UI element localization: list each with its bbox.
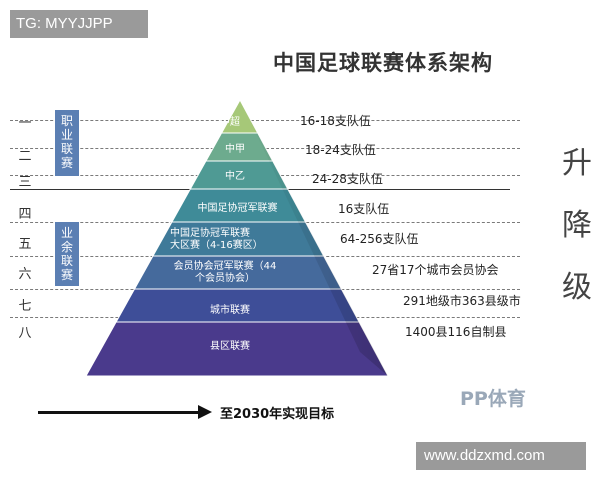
- level-label-8: 县区联赛: [210, 341, 250, 352]
- level-label-1: 中超: [220, 117, 240, 128]
- level-label-5: 中国足协冠军联赛 大区赛（4-16赛区）: [170, 228, 280, 252]
- teams-count-6: 27省17个城市会员协会: [372, 263, 499, 277]
- level-label-5-line2: 大区赛（4-16赛区）: [170, 240, 263, 251]
- tier-number-2: 二: [18, 149, 32, 164]
- tier-divider-1: [10, 120, 520, 121]
- pp-sports-logo: PP体育: [460, 388, 526, 410]
- level-label-6: 会员协会冠军联赛（44 个会员协会）: [150, 261, 300, 285]
- promotion-char-3: 级: [562, 270, 592, 305]
- pyramid-side-shade: [240, 100, 388, 376]
- tier-number-1: 一: [18, 116, 32, 131]
- timeline-arrow-head: [198, 405, 212, 419]
- goal-label: 至2030年实现目标: [220, 407, 335, 422]
- level-label-6-line1: 会员协会冠军联赛（44: [173, 261, 277, 272]
- teams-count-3: 24-28支队伍: [312, 172, 383, 186]
- teams-count-5: 64-256支队伍: [340, 232, 419, 246]
- level-label-6-line2: 个会员协会）: [195, 273, 255, 284]
- tier-number-4: 四: [18, 207, 32, 222]
- group-char: 赛: [60, 268, 73, 282]
- tier-number-3: 三: [18, 175, 32, 190]
- level-label-3: 中乙: [225, 171, 245, 182]
- group-char: 联: [60, 142, 73, 156]
- group-char: 职: [60, 114, 73, 128]
- teams-count-2: 18-24支队伍: [305, 143, 376, 157]
- tier-number-5: 五: [18, 237, 32, 252]
- diagram-title: 中国足球联赛体系架构: [273, 51, 493, 75]
- promotion-char-2: 降: [562, 208, 592, 243]
- professional-league-box: 职 业 联 赛: [55, 110, 79, 176]
- timeline-arrow-shaft: [38, 411, 200, 414]
- tier-number-7: 七: [18, 299, 32, 314]
- tier-number-6: 六: [18, 267, 32, 282]
- watermark-url: www.ddzxmd.com: [416, 442, 586, 470]
- level-label-2: 中甲: [225, 144, 245, 155]
- level-label-4: 中国足协冠军联赛: [197, 203, 278, 214]
- teams-count-8: 1400县116自制县: [405, 325, 507, 339]
- group-char: 余: [60, 240, 73, 254]
- group-char: 联: [60, 254, 73, 268]
- group-char: 赛: [60, 156, 73, 170]
- group-char: 业: [60, 128, 73, 142]
- watermark-tag: TG: MYYJJPP: [10, 10, 148, 38]
- tier-number-8: 八: [18, 326, 32, 341]
- teams-count-4: 16支队伍: [338, 202, 390, 216]
- teams-count-7: 291地级市363县级市: [403, 294, 521, 308]
- teams-count-1: 16-18支队伍: [300, 114, 371, 128]
- level-label-5-line1: 中国足协冠军联赛: [170, 228, 250, 239]
- group-char: 业: [60, 226, 73, 240]
- promotion-char-1: 升: [562, 146, 592, 181]
- level-label-7: 城市联赛: [210, 305, 250, 316]
- amateur-league-box: 业 余 联 赛: [55, 222, 79, 286]
